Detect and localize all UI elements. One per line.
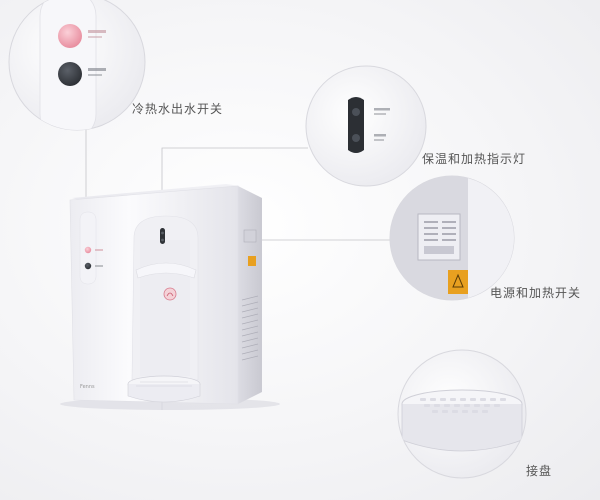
side-vent [241, 295, 259, 361]
faucet-head [135, 262, 197, 279]
front-indicator-lights [160, 228, 165, 244]
zoom-indicator-panel [348, 97, 364, 153]
label-water-switch: 冷热水出水开关 [132, 102, 224, 116]
callout-drip-tray [397, 349, 527, 479]
water-dispenser: Fenns [60, 184, 280, 410]
callout-indicator-light [305, 65, 427, 187]
brand-mark: Fenns [80, 384, 95, 390]
side-warning-sticker [248, 256, 256, 266]
front-cold-button [84, 262, 92, 270]
label-power-heat-switch: 电源和加热开关 [490, 286, 582, 300]
zoom-hot-button [58, 24, 82, 48]
label-drip-tray: 接盘 [526, 464, 553, 478]
zoom-cold-button [58, 62, 82, 86]
zoom-warning-sticker [448, 270, 468, 294]
dispenser-side-panel [238, 186, 262, 404]
label-indicator-light: 保温和加热指示灯 [422, 152, 527, 166]
side-power-switch [243, 229, 257, 243]
hot-water-warning-icon [163, 287, 177, 301]
front-hot-button [84, 246, 92, 254]
callout-water-switch [8, 0, 146, 131]
